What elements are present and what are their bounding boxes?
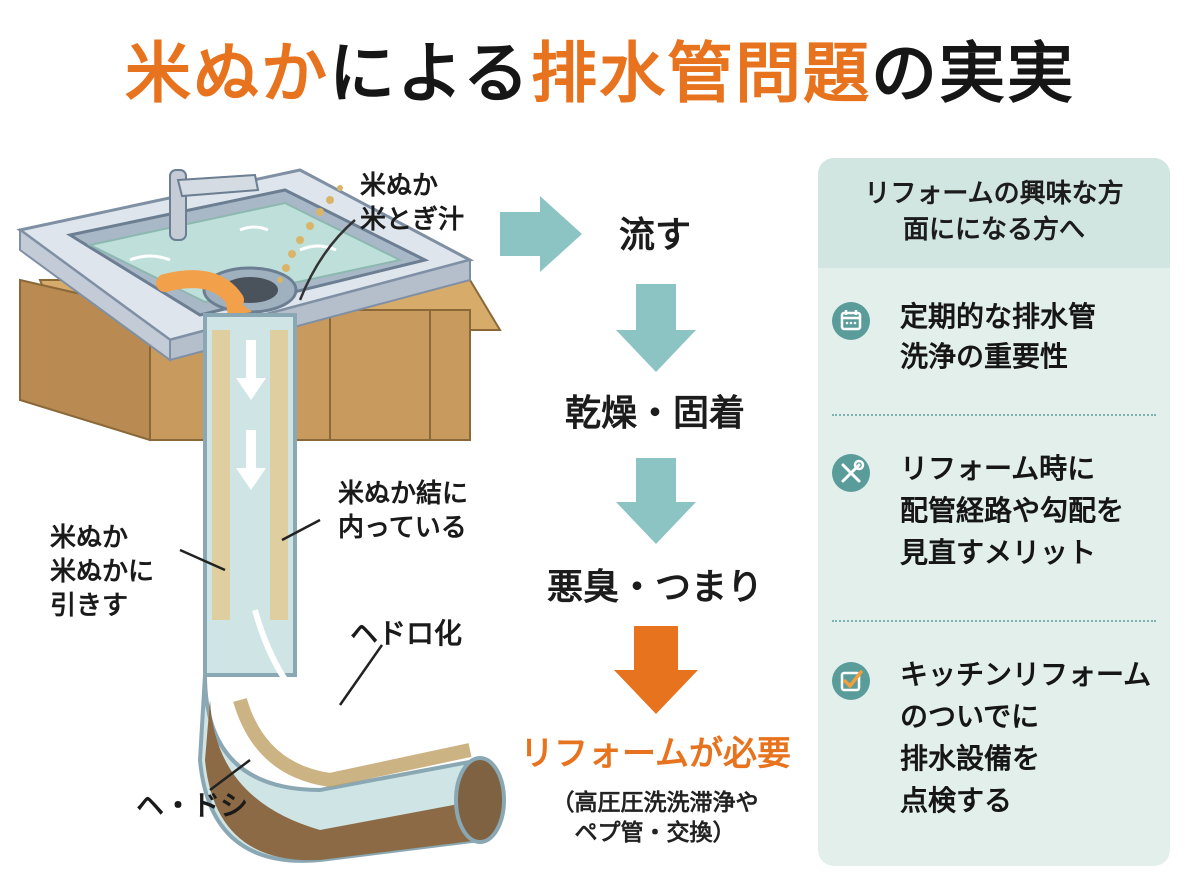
tools-icon — [832, 454, 870, 492]
label-pulled-2: 米ぬかに — [50, 557, 155, 587]
info-item-inspection-line-1: キッチンリフォーム — [900, 658, 1152, 691]
checkbox-icon — [832, 662, 870, 700]
flow-result-detail-line-1: （高圧圧洗洗滞浄や — [551, 790, 759, 816]
page-title: 米ぬかによる排水管問題の実実 — [0, 34, 1200, 114]
label-sludge: ヘドロ化 — [350, 617, 463, 650]
down-arrow-icon-accent — [614, 626, 698, 714]
down-arrow-icon-2 — [616, 458, 696, 544]
title-part-by: による — [328, 35, 532, 112]
title-part-rice-bran: 米ぬか — [124, 35, 329, 112]
info-item-inspection-line-3: 排水設備を — [900, 742, 1041, 775]
info-item-inspection-line-2: のついでに — [900, 700, 1040, 733]
sink-pipe-illustration — [16, 168, 506, 863]
label-pulled-3: 引きす — [50, 591, 129, 621]
flow-step-flush: 流す — [618, 215, 691, 256]
flow-result-detail: （高圧圧洗洗滞浄や ペプ管・交換） — [520, 788, 790, 848]
info-item-cleaning-line-1: 定期的な排水管 — [900, 300, 1097, 333]
info-item-inspection-line-4: 点検する — [900, 784, 1013, 817]
flow-result-detail-line-2: ペプ管・交換） — [574, 820, 736, 846]
rice-bran-particles — [277, 185, 343, 283]
pour-arrow — [156, 270, 244, 309]
label-stuck-2: 内っている — [338, 513, 467, 543]
info-panel: リフォームの興味な方 面にになる方へ 定期的な排水管 洗浄の重要性 リフォーム時 — [818, 158, 1170, 866]
info-panel-header: リフォームの興味な方 面にになる方へ — [818, 158, 1170, 268]
label-rice-bran-1: 米ぬか — [360, 171, 439, 201]
label-rice-bran-2: 米とぎ汁 — [360, 205, 465, 235]
label-pulled-1: 米ぬか — [50, 523, 129, 553]
info-item-reform-route-line-3: 見直すメリット — [900, 536, 1097, 569]
down-arrow-icon-1 — [616, 284, 696, 372]
label-hedoshi: ヘ・ドシ — [136, 789, 249, 822]
info-item-reform-route-line-2: 配管経路や勾配を — [900, 494, 1125, 527]
pipe-flow-arrows — [236, 340, 266, 490]
info-item-reform-route-line-1: リフォーム時に — [900, 452, 1096, 485]
flow-step-dry-stick: 乾燥・固着 — [564, 393, 745, 434]
title-part-truth: の実実 — [871, 35, 1076, 112]
info-divider-2 — [832, 620, 1156, 622]
calendar-icon — [832, 302, 870, 340]
flow-step-odor-clog: 悪臭・つまり — [546, 567, 763, 608]
label-stuck-1: 米ぬか結に — [338, 479, 469, 509]
info-item-cleaning-line-2: 洗浄の重要性 — [900, 340, 1069, 373]
info-panel-header-line-1: リフォームの興味な方 — [864, 179, 1124, 209]
info-panel-header-line-2: 面にになる方へ — [902, 215, 1085, 245]
pipe-opening — [454, 756, 506, 844]
flow-result-reform: リフォームが必要 — [520, 734, 791, 774]
info-divider-1 — [832, 414, 1156, 416]
title-part-drain-problem: 排水管問題 — [531, 35, 872, 112]
